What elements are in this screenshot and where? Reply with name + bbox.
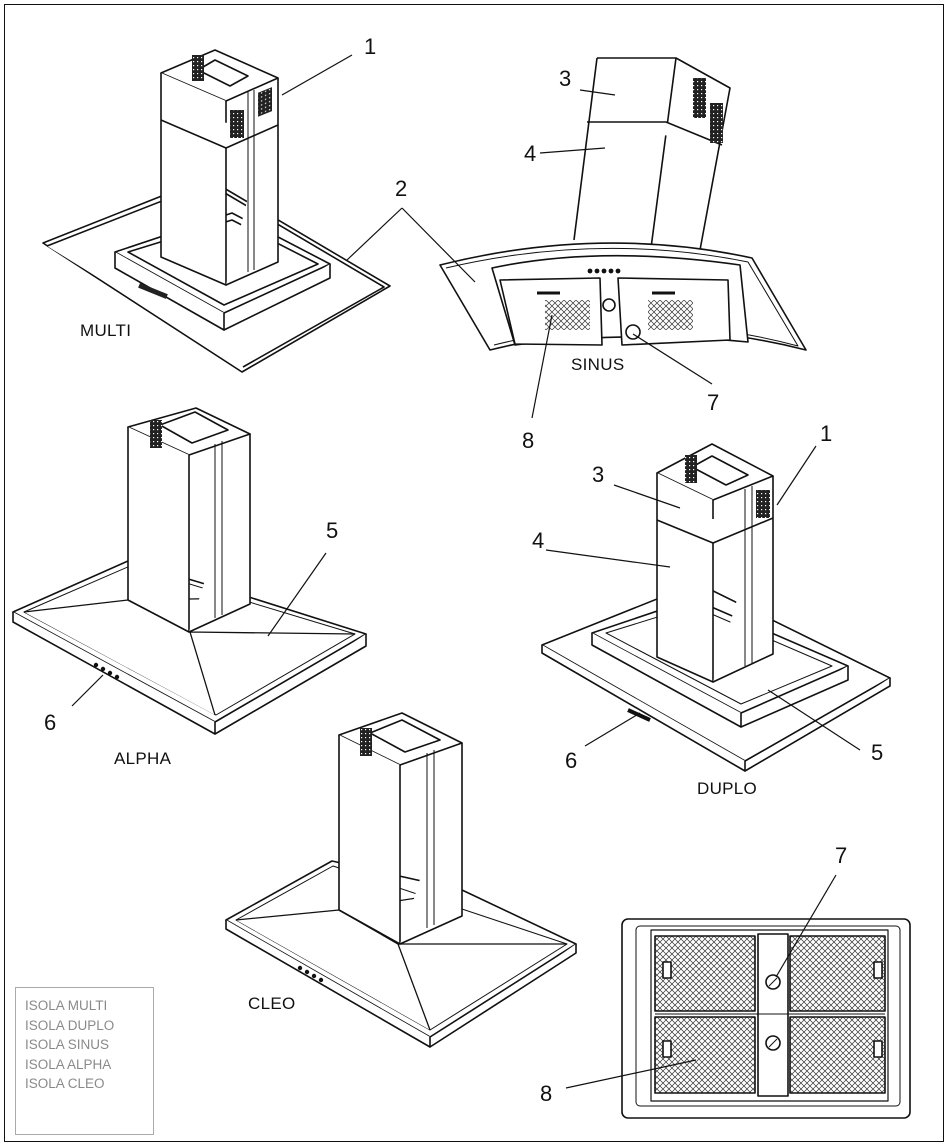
callout-alpha-6: 6 bbox=[44, 710, 57, 735]
model-name-cleo: CLEO bbox=[248, 994, 296, 1013]
callout-multi-1: 1 bbox=[364, 34, 377, 59]
leader-lines bbox=[71, 54, 861, 1089]
legend-item: ISOLA SINUS bbox=[25, 1037, 110, 1053]
model-name-sinus: SINUS bbox=[571, 355, 625, 374]
duplo-hood-drawing bbox=[541, 443, 891, 772]
callout-sinus-4: 4 bbox=[524, 141, 537, 166]
callout-sinus-3: 3 bbox=[559, 66, 572, 91]
model-name-duplo: DUPLO bbox=[697, 779, 758, 798]
model-name-multi: MULTI bbox=[80, 321, 132, 340]
model-name-alpha: ALPHA bbox=[114, 749, 172, 768]
multi-hood-drawing bbox=[42, 49, 391, 373]
cleo-hood-drawing bbox=[225, 712, 577, 1048]
callout-sinus-7: 7 bbox=[707, 390, 720, 415]
legend-item: ISOLA MULTI bbox=[25, 998, 108, 1013]
page-frame bbox=[4, 4, 944, 1142]
callout-duplo-6: 6 bbox=[565, 748, 578, 773]
legend-item: ISOLA CLEO bbox=[25, 1076, 105, 1092]
legend-item: ISOLA DUPLO bbox=[25, 1017, 115, 1033]
alpha-hood-drawing bbox=[12, 407, 367, 735]
callout-duplo-4: 4 bbox=[532, 528, 545, 553]
callout-alpha-5: 5 bbox=[326, 518, 339, 543]
callout-filter-7: 7 bbox=[835, 843, 848, 868]
callout-duplo-3: 3 bbox=[592, 462, 605, 487]
legend-item: ISOLA ALPHA bbox=[25, 1056, 112, 1072]
sinus-hood-drawing bbox=[439, 57, 807, 351]
callout-duplo-1: 1 bbox=[820, 421, 833, 446]
filter-panel-drawing bbox=[621, 918, 911, 1119]
callout-duplo-5: 5 bbox=[871, 740, 884, 765]
callout-filter-8: 8 bbox=[540, 1081, 553, 1106]
callout-sinus-8: 8 bbox=[522, 428, 535, 453]
callout-multi-2: 2 bbox=[395, 176, 408, 201]
model-legend: ISOLA MULTI ISOLA DUPLO ISOLA SINUS ISOL… bbox=[15, 987, 154, 1135]
